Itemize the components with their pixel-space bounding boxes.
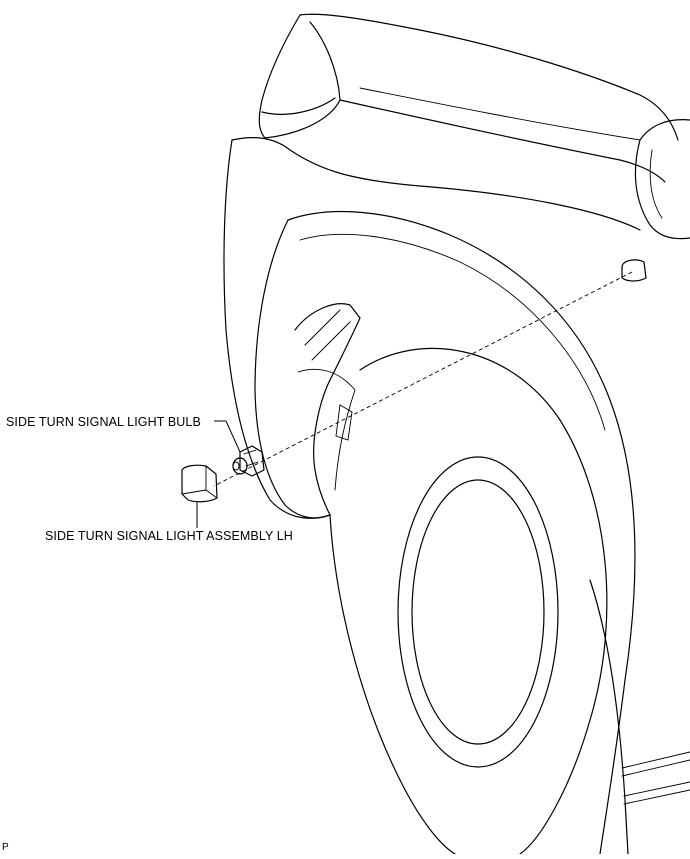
wheel-arch-outer <box>287 210 636 855</box>
bulb-leader-line <box>214 420 241 453</box>
liner-detail-2 <box>334 389 356 491</box>
hood-line <box>339 99 666 183</box>
liner-detail-3 <box>335 404 353 441</box>
liner-detail-1 <box>297 309 356 391</box>
assembly-callout-label: SIDE TURN SIGNAL LIGHT ASSEMBLY LH <box>45 529 293 543</box>
mirror-outline <box>634 119 690 240</box>
bumper-left-edge <box>223 139 331 519</box>
fender-outline <box>299 13 679 141</box>
wheel-arch-lip <box>299 233 606 431</box>
headlamp-inner <box>261 97 336 115</box>
bumper-vent-1 <box>621 751 690 777</box>
bumper-vent-2 <box>623 781 690 805</box>
lamp-assembly-part <box>181 464 218 503</box>
mirror-inner <box>649 149 663 219</box>
wheel-rim-outer <box>397 456 559 768</box>
bulb-socket-part <box>232 445 265 477</box>
lower-bumper <box>589 579 629 855</box>
bulb-callout-label: SIDE TURN SIGNAL LIGHT BULB <box>6 415 201 429</box>
body-crease-upper <box>359 87 641 141</box>
wheel-rim-inner <box>411 479 545 745</box>
tire-sidewall <box>329 514 456 855</box>
fender-liner <box>294 303 361 516</box>
bumper-upper <box>231 137 641 231</box>
corner-code-label: P <box>2 842 9 853</box>
tire-outer <box>359 347 608 855</box>
installation-path-line <box>213 271 633 487</box>
wheel-arch-inner <box>254 219 331 519</box>
headlamp-top <box>258 14 341 139</box>
mounting-hole <box>621 259 647 282</box>
